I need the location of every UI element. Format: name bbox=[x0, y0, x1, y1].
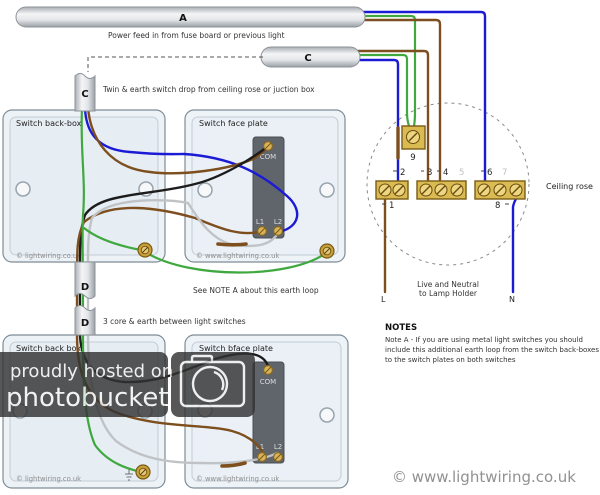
bottom-faceplate-copyright: © www.lightwiring.co.uk bbox=[196, 475, 279, 483]
camera-icon bbox=[179, 354, 246, 408]
bottom-backbox-copyright: © lightwiring.co.uk bbox=[16, 475, 81, 483]
notes-line2: include this additional earth loop from … bbox=[385, 346, 599, 354]
ceiling-rose-boundary bbox=[366, 102, 530, 266]
wire-neutral-blue-feed bbox=[360, 10, 487, 184]
ceiling-rose-wires bbox=[356, 10, 518, 294]
live-label: L bbox=[381, 295, 386, 304]
notes-line1: Note A - If you are using metal light sw… bbox=[385, 336, 583, 344]
wire-earth-green-run bbox=[80, 106, 143, 474]
cable-d-caption: 3 core & earth between light switches bbox=[103, 317, 246, 326]
wire-live-brown-feed bbox=[360, 18, 442, 184]
terminal-8-number: 8 bbox=[495, 201, 500, 211]
watermark-line2: photobucket bbox=[6, 383, 169, 413]
top-switch-mechanism bbox=[252, 136, 285, 239]
terminal-3-number: 3 bbox=[427, 168, 432, 178]
terminal-7-number: 7 bbox=[502, 168, 507, 178]
wire-gray-strapper bbox=[86, 198, 280, 465]
switch-terminal-screws bbox=[257, 141, 284, 463]
rose-terminal-screws bbox=[378, 130, 523, 197]
bottom-backbox-title: Switch back box bbox=[16, 344, 81, 353]
cable-d-label-top: D bbox=[81, 282, 89, 293]
cable-d-sleeve-lower bbox=[74, 305, 96, 336]
wire-neutral-to-lamp bbox=[511, 197, 518, 294]
rose-terminal-numbers: 9 2 3 4 5 6 7 1 8 bbox=[382, 153, 509, 211]
watermark-band bbox=[0, 352, 168, 417]
top-l2-label: L2 bbox=[274, 218, 282, 226]
terminal-6-number: 6 bbox=[487, 168, 492, 178]
cable-c-sleeve-label: C bbox=[81, 89, 88, 100]
lamp-caption-line1: Live and Neutral bbox=[417, 280, 479, 289]
terminal-2-number: 2 bbox=[400, 168, 405, 178]
earth-loop-note: See NOTE A about this earth loop bbox=[193, 286, 319, 295]
wire-blue-to-l2-top bbox=[83, 106, 299, 234]
top-switch-faceplate: Switch face plate © www.lightwiring.co.u… bbox=[184, 109, 346, 263]
top-l1-label: L1 bbox=[256, 218, 264, 226]
screw-hole bbox=[15, 181, 31, 197]
footer-copyright: © www.lightwiring.co.uk bbox=[392, 468, 576, 486]
notes-heading: NOTES bbox=[385, 323, 417, 333]
lamp-caption-line2: to Lamp Holder bbox=[419, 289, 478, 298]
cable-c-label: C bbox=[304, 53, 311, 64]
brown-sleeve-on-gray-bottom bbox=[220, 461, 247, 468]
notes-line3: to the switch plates on both switches bbox=[385, 356, 516, 364]
terminal-4-number: 4 bbox=[443, 168, 448, 178]
cable-c-dashed-link bbox=[87, 56, 263, 72]
wire-blue-switch-drop bbox=[356, 58, 400, 184]
photobucket-watermark: proudly hosted on photobucket bbox=[0, 352, 255, 417]
cable-a-caption: Power feed in from fuse board or previou… bbox=[108, 31, 285, 40]
wire-brown-to-com-top bbox=[86, 106, 268, 175]
terminal-5-number: 5 bbox=[459, 168, 464, 178]
brown-sleeve-on-gray-top bbox=[216, 242, 248, 247]
cable-c-caption: Twin & earth switch drop from ceiling ro… bbox=[102, 85, 315, 94]
top-com-label: COM bbox=[260, 153, 276, 161]
watermark-camera-box bbox=[171, 352, 255, 417]
earth-terminals bbox=[125, 242, 335, 481]
ceiling-rose-label: Ceiling rose bbox=[546, 182, 593, 191]
neutral-label: N bbox=[509, 295, 515, 304]
terminal-9-number: 9 bbox=[410, 153, 415, 163]
bottom-faceplate-title: Switch bface plate bbox=[199, 344, 273, 353]
notes-block: NOTES Note A - If you are using metal li… bbox=[385, 323, 599, 364]
top-faceplate-copyright: © www.lightwiring.co.uk bbox=[196, 252, 279, 260]
top-backbox-title: Switch back-box bbox=[16, 119, 82, 128]
bottom-l2-label: L2 bbox=[274, 443, 282, 451]
earth-loop-note-a bbox=[145, 251, 328, 274]
screw-hole bbox=[197, 182, 213, 198]
bottom-com-label: COM bbox=[260, 378, 276, 386]
earth-symbol bbox=[125, 469, 133, 481]
screw-hole bbox=[319, 182, 335, 198]
cable-d-sleeve-upper bbox=[74, 261, 96, 299]
top-backbox-copyright: © lightwiring.co.uk bbox=[16, 252, 81, 260]
cables: A C C D D bbox=[15, 6, 366, 336]
cable-a-label: A bbox=[179, 13, 187, 24]
cable-d-label-bottom: D bbox=[81, 318, 89, 329]
wire-brown-switch-drop bbox=[356, 49, 430, 184]
wire-earth-branch-top-box bbox=[82, 226, 143, 252]
watermark-line1: proudly hosted on bbox=[10, 361, 173, 382]
screw-hole bbox=[319, 407, 335, 423]
top-faceplate-title: Switch face plate bbox=[199, 119, 268, 128]
wire-earth-green-switch-drop bbox=[356, 53, 413, 132]
cable-a-tube bbox=[15, 6, 366, 28]
terminal-1-number: 1 bbox=[389, 201, 394, 211]
cable-c-sleeve bbox=[74, 73, 96, 112]
